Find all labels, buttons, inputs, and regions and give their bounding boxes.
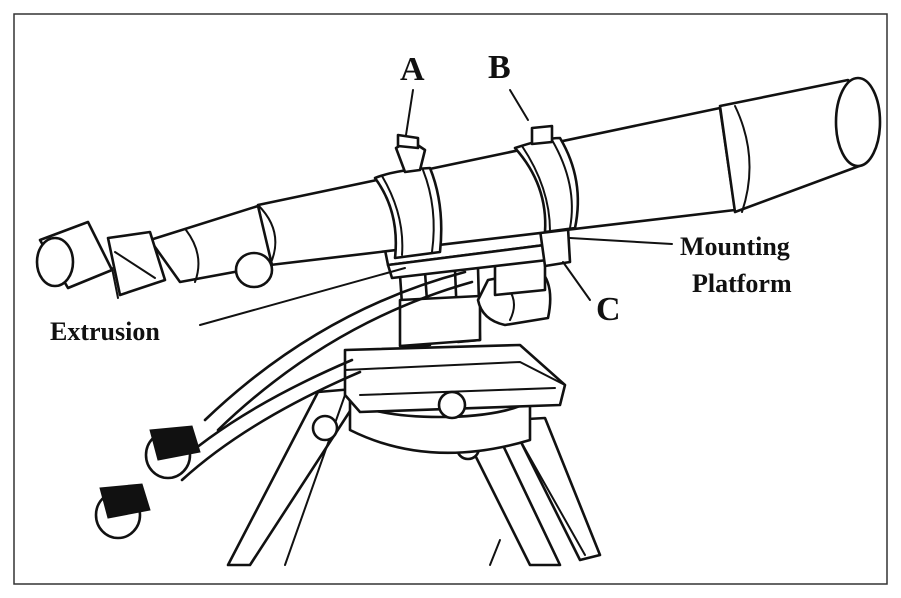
leader-lines [199, 89, 673, 326]
label-mounting: Mounting [680, 232, 790, 261]
diagram-border [13, 13, 888, 585]
label-platform: Platform [692, 269, 792, 298]
slow-motion-cables [94, 270, 474, 540]
label-extrusion: Extrusion [50, 317, 160, 346]
telescope-tube [35, 76, 882, 299]
label-a: A [400, 51, 425, 88]
label-b: B [488, 49, 511, 86]
tripod-head [343, 343, 567, 455]
label-c: C [596, 291, 621, 328]
